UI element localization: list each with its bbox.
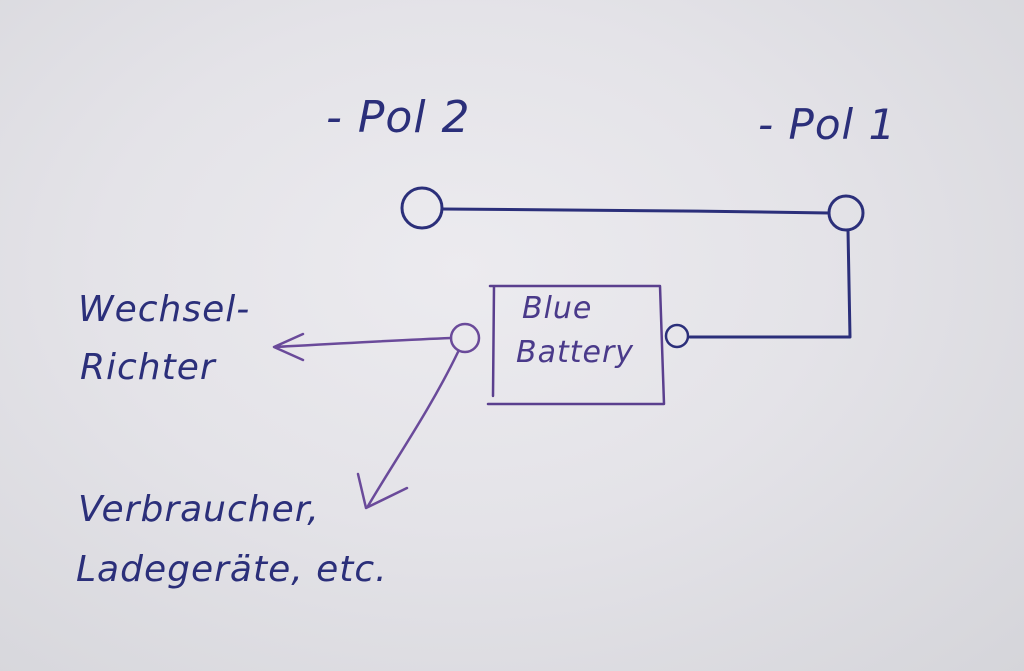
arrow-to-consumers: [356, 350, 460, 510]
battery-box: [486, 284, 666, 406]
inverter-label-line-1: Wechsel-: [78, 289, 251, 330]
pol-2-label: - Pol 2: [326, 92, 471, 143]
wire-pol1-to-battery: [688, 228, 852, 339]
pol-1-label: - Pol 1: [758, 100, 897, 149]
battery-right-terminal: [664, 323, 690, 349]
consumers-label-line-1: Verbraucher,: [78, 489, 320, 530]
consumers-label-line-2: Ladegeräte, etc.: [76, 549, 388, 590]
battery-label-line-1: Blue: [522, 291, 593, 326]
pol-1-terminal: [827, 194, 865, 232]
battery-label-line-2: Battery: [516, 335, 635, 370]
battery-left-terminal: [449, 322, 481, 354]
pol-2-terminal: [400, 186, 444, 230]
inverter-label-line-2: Richter: [80, 347, 216, 388]
arrow-to-inverter: [272, 332, 453, 362]
wire-pol2-to-pol1: [440, 207, 831, 215]
